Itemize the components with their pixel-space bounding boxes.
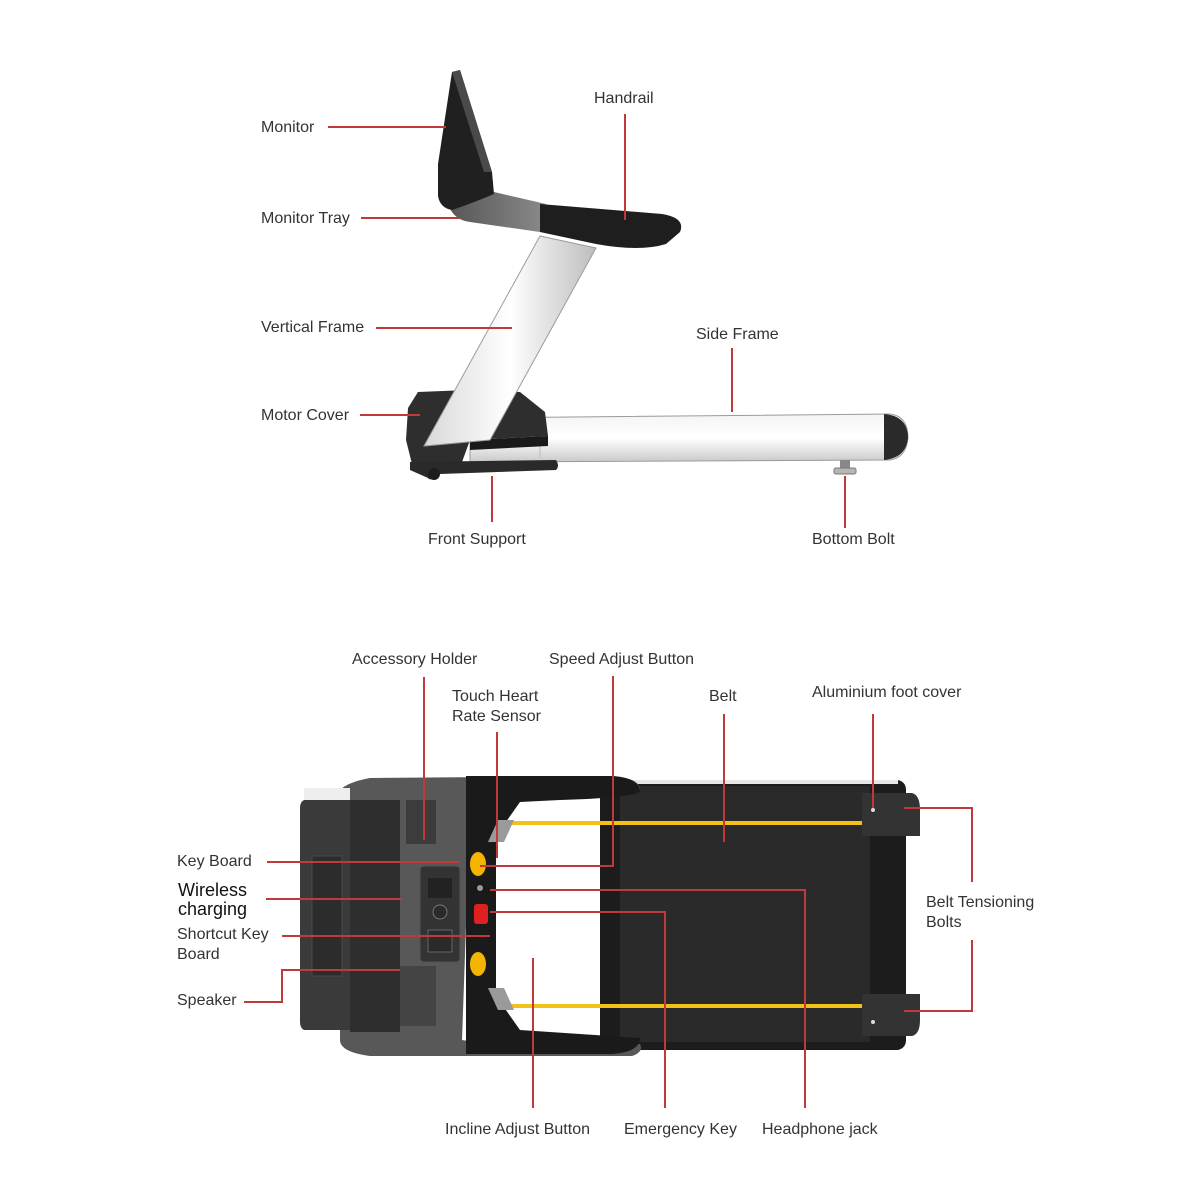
vertical-frame-shape (423, 235, 597, 447)
headphone-jack-shape (477, 885, 483, 891)
foot-cover-top (862, 793, 920, 836)
side-view-leaders (328, 114, 846, 528)
wireless-charging-label: Wireless charging (178, 880, 248, 919)
monitor-tray-label: Monitor Tray (261, 210, 350, 227)
belt-stripe-top (468, 821, 862, 825)
speed-adjust-button-shape (470, 852, 486, 876)
foot-cover-bottom (862, 994, 920, 1036)
handrail-shape (540, 204, 682, 248)
monitor-shape (438, 70, 494, 210)
incline-adjust-button-shape (470, 952, 486, 976)
motor-cover-label: Motor Cover (261, 407, 350, 424)
speaker-label: Speaker (177, 992, 237, 1009)
belt-shape (620, 786, 870, 1042)
handrail-label: Handrail (594, 90, 654, 107)
monitor-label: Monitor (261, 119, 315, 136)
shortcut-key-board-label: Shortcut Key Board (177, 926, 269, 963)
key-board-label: Key Board (177, 853, 252, 870)
bottom-bolt-shape (840, 460, 850, 470)
emergency-key-shape (474, 904, 488, 924)
incline-adjust-button-label: Incline Adjust Button (445, 1121, 590, 1138)
touch-heart-rate-sensor-label: Touch Heart Rate Sensor (452, 688, 541, 725)
emergency-key-label: Emergency Key (624, 1121, 737, 1138)
belt-tensioning-bolts-label: Belt Tensioning Bolts (926, 894, 1035, 931)
bottom-bolt-label: Bottom Bolt (812, 531, 895, 548)
speaker-shape (400, 966, 436, 1026)
front-support-label: Front Support (428, 531, 526, 548)
side-view-illustration (406, 70, 909, 480)
headphone-jack-label: Headphone jack (762, 1121, 878, 1138)
aluminium-foot-cover-label: Aluminium foot cover (812, 684, 962, 701)
handlebar-shape (466, 776, 640, 1054)
side-frame-label: Side Frame (696, 326, 779, 343)
vertical-frame-label: Vertical Frame (261, 319, 365, 336)
speed-adjust-button-label: Speed Adjust Button (549, 651, 694, 668)
accessory-holder-shape (350, 800, 400, 1032)
accessory-holder-label: Accessory Holder (352, 651, 478, 668)
front-support-shape (410, 460, 558, 480)
top-view-leaders (244, 676, 973, 1108)
top-view-illustration (300, 776, 920, 1056)
belt-label: Belt (709, 688, 737, 705)
